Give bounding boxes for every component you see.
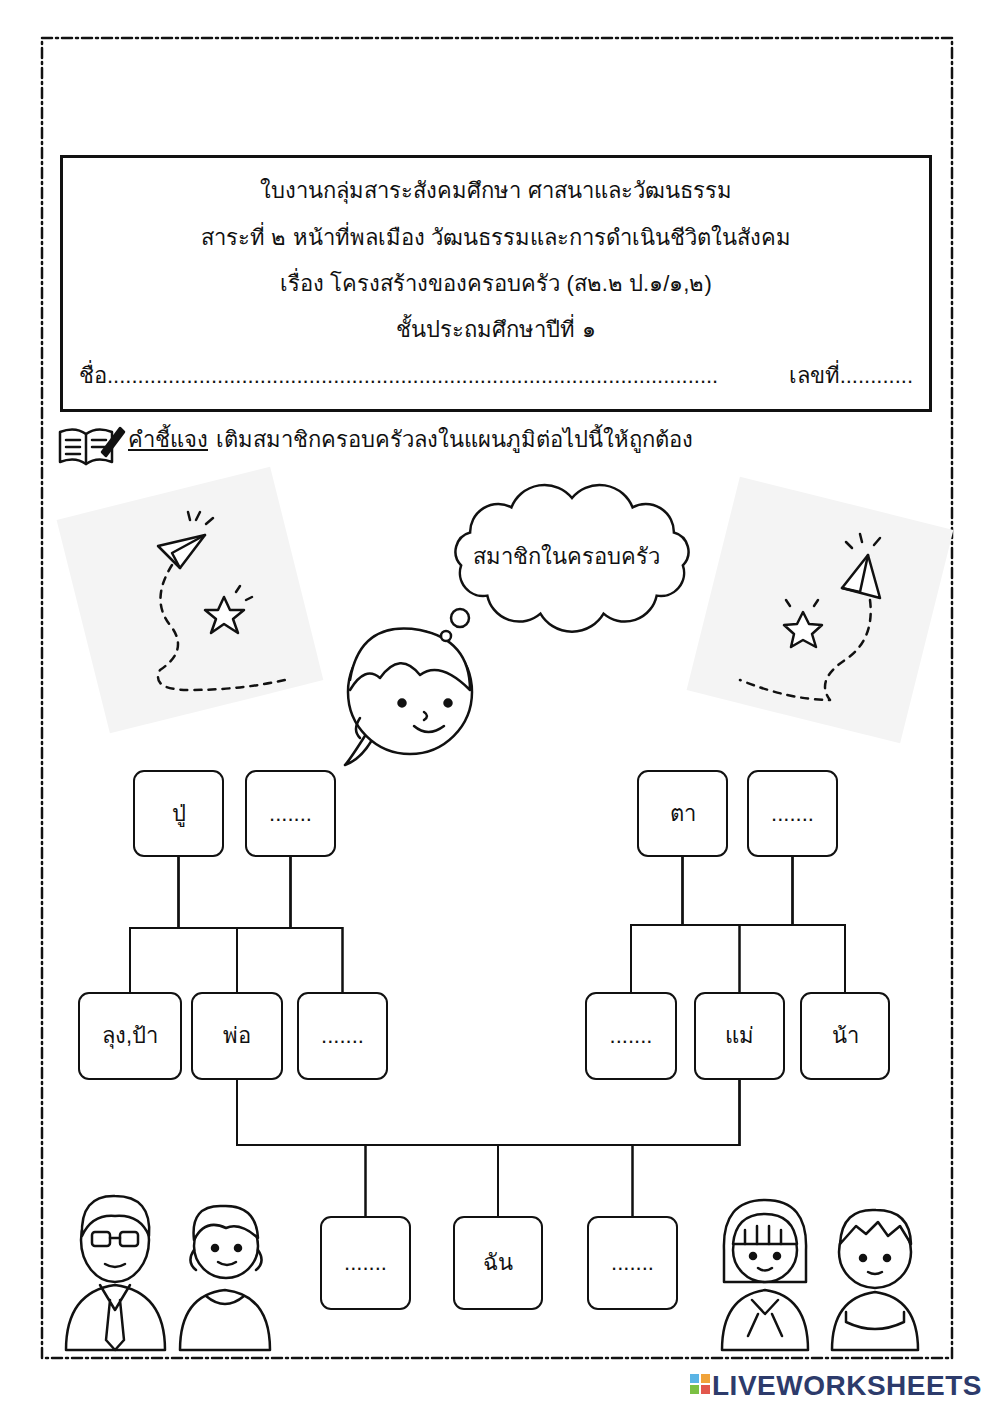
family-line	[130, 857, 179, 992]
instruction-text: เติมสมาชิกครอบครัวลงในแผนภูมิต่อไปนี้ให้…	[216, 426, 693, 454]
family-box: น้า	[800, 992, 890, 1080]
member-name: .......	[321, 1022, 364, 1050]
member-name: แม่	[725, 1022, 754, 1050]
member-name: .......	[610, 1022, 653, 1050]
paper-plane	[740, 534, 880, 700]
member-name: .......	[269, 800, 312, 828]
member-name: น้า	[832, 1022, 859, 1050]
header-line: สาระที่ ๒ หน้าที่พลเมือง วัฒนธรรมและการด…	[201, 224, 790, 252]
family-line	[631, 857, 793, 992]
family-box: พ่อ	[191, 992, 283, 1080]
family-box: .......	[320, 1216, 411, 1310]
member-name: .......	[771, 800, 814, 828]
family-line	[237, 1080, 498, 1216]
member-name: ลุง,ป้า	[102, 1022, 158, 1050]
member-name: .......	[344, 1249, 387, 1277]
family-line	[633, 1080, 740, 1216]
family-box: .......	[587, 1216, 678, 1310]
grandma-figure	[180, 1206, 270, 1350]
instruction-heading: คำชี้แจง	[128, 426, 208, 454]
family-line	[237, 1080, 366, 1216]
thought-cloud: สมาชิกในครอบครัว	[432, 478, 700, 648]
family-box: .......	[585, 992, 677, 1080]
family-box: ปู่	[133, 770, 224, 857]
name-row: ชื่อ....................................…	[79, 362, 913, 390]
family-line	[793, 857, 846, 992]
family-box: ตา	[637, 770, 728, 857]
family-box: ฉัน	[453, 1216, 543, 1310]
member-name: พ่อ	[223, 1022, 251, 1050]
member-name: ฉัน	[483, 1249, 513, 1277]
family-line	[291, 857, 343, 992]
family-box: ลุง,ป้า	[78, 992, 182, 1080]
member-name: ปู่	[172, 800, 186, 828]
boy-figure	[832, 1210, 918, 1350]
family-line	[130, 857, 291, 992]
name-field: เลขที่............	[789, 362, 913, 390]
family-line	[237, 1080, 633, 1216]
family-line	[366, 1080, 740, 1216]
grandpa-figure	[66, 1196, 165, 1350]
family-line	[740, 857, 793, 992]
header-box: ใบงานกลุ่มสาระสังคมศึกษา ศาสนาและวัฒนธรร…	[60, 155, 932, 412]
watermark-logo	[690, 1374, 710, 1394]
family-line	[237, 857, 291, 992]
watermark: LIVEWORKSHEETS	[712, 1368, 982, 1403]
family-line	[179, 857, 343, 992]
family-box: แม่	[694, 992, 785, 1080]
girl-figure	[722, 1200, 808, 1350]
header-line: ชั้นประถมศึกษาปีที่ ๑	[396, 316, 595, 344]
family-line	[179, 857, 238, 992]
cloud-text: สมาชิกในครอบครัว	[432, 543, 700, 571]
family-box: .......	[245, 770, 336, 857]
name-field: ชื่อ....................................…	[79, 362, 718, 390]
member-name: ตา	[670, 800, 696, 828]
paper-plane	[158, 512, 285, 690]
family-box: .......	[747, 770, 838, 857]
book-icon	[60, 428, 124, 464]
girl-face	[345, 629, 472, 765]
family-box: .......	[297, 992, 388, 1080]
member-name: .......	[611, 1249, 654, 1277]
family-line	[498, 1080, 740, 1216]
header-line: เรื่อง โครงสร้างของครอบครัว (ส๒.๒ ป.๑/๑,…	[280, 270, 711, 298]
header-line: ใบงานกลุ่มสาระสังคมศึกษา ศาสนาและวัฒนธรร…	[260, 177, 731, 205]
